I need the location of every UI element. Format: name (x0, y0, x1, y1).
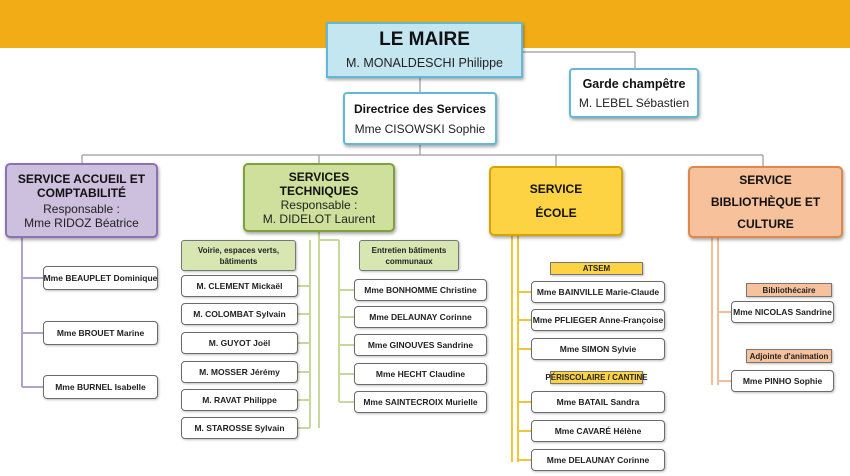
garde-name: M. LEBEL Sébastien (578, 95, 690, 110)
staff-atsem-2: Mme PFLIEGER Anne-Françoise (531, 309, 665, 331)
periscolaire-label: PÉRISCOLAIRE / CANTINE (545, 371, 648, 384)
staff-atsem-1: Mme BAINVILLE Marie-Claude (531, 281, 665, 303)
directrice-box: Directrice des Services Mme CISOWSKI Sop… (343, 92, 497, 145)
service-accueil-resp-label: Responsable : (43, 201, 120, 216)
staff-accueil-3: Mme BURNEL Isabelle (43, 375, 158, 399)
service-accueil-title: SERVICE ACCUEIL ET COMPTABILITÉ (17, 171, 146, 200)
mayor-title: LE MAIRE (379, 29, 470, 50)
staff-biblio-2: Mme PINHO Sophie (731, 370, 834, 392)
service-ecole-box: SERVICE ÉCOLE (489, 166, 623, 236)
staff-voirie-4: M. MOSSER Jérémy (181, 361, 298, 383)
garde-box: Garde champêtre M. LEBEL Sébastien (569, 68, 699, 118)
mayor-name: M. MONALDESCHI Philippe (346, 56, 503, 70)
staff-entretien-4: Mme HECHT Claudine (354, 363, 487, 385)
staff-accueil-2: Mme BROUET Marine (43, 321, 158, 345)
service-accueil-resp-name: Mme RIDOZ Béatrice (24, 215, 139, 230)
staff-voirie-5: M. RAVAT Philippe (181, 389, 298, 411)
directrice-name: Mme CISOWSKI Sophie (354, 121, 486, 136)
bibliothecaire-label: Bibliothécaire (746, 283, 832, 297)
staff-periscolaire-1: Mme BATAIL Sandra (531, 391, 665, 413)
service-ecole-title-1: SERVICE (529, 182, 583, 196)
staff-voirie-2: M. COLOMBAT Sylvain (181, 303, 298, 325)
staff-voirie-1: M. CLEMENT Mickaël (181, 275, 298, 297)
atsem-label: ATSEM (550, 262, 643, 275)
staff-entretien-2: Mme DELAUNAY Corinne (354, 306, 487, 328)
staff-voirie-3: M. GUYOT Joël (181, 332, 298, 354)
staff-biblio-1: Mme NICOLAS Sandrine (731, 301, 834, 323)
service-ecole-title-2: ÉCOLE (535, 206, 577, 220)
staff-entretien-3: Mme GINOUVES Sandrine (354, 334, 487, 356)
staff-voirie-6: M. STAROSSE Sylvain (181, 417, 298, 439)
service-accueil-box: SERVICE ACCUEIL ET COMPTABILITÉ Responsa… (5, 163, 158, 238)
staff-periscolaire-3: Mme DELAUNAY Corinne (531, 449, 665, 471)
service-techniques-box: SERVICES TECHNIQUES Responsable : M. DID… (243, 163, 395, 232)
garde-title: Garde champêtre (582, 76, 686, 91)
entretien-label: Entretien bâtiments communaux (359, 240, 459, 271)
service-biblio-box: SERVICE BIBLIOTHÈQUE ET CULTURE (688, 166, 843, 238)
staff-atsem-3: Mme SIMON Sylvie (531, 338, 665, 360)
staff-accueil-1: Mme BEAUPLET Dominique (43, 266, 158, 290)
staff-entretien-5: Mme SAINTECROIX Murielle (354, 391, 487, 413)
mayor-box: LE MAIRE M. MONALDESCHI Philippe (326, 22, 523, 78)
service-techniques-resp-label: Responsable : (280, 197, 358, 212)
service-techniques-resp-name: M. DIDELOT Laurent (262, 211, 376, 226)
service-biblio-title: SERVICE BIBLIOTHÈQUE ET CULTURE (710, 173, 821, 231)
staff-periscolaire-2: Mme CAVARÉ Hélène (531, 420, 665, 442)
adjointe-label: Adjointe d'animation (746, 349, 832, 363)
staff-entretien-1: Mme BONHOMME Christine (354, 279, 487, 301)
directrice-title: Directrice des Services (353, 101, 487, 116)
service-techniques-title: SERVICES TECHNIQUES (279, 169, 359, 198)
voirie-label: Voirie, espaces verts, bâtiments (181, 240, 296, 271)
